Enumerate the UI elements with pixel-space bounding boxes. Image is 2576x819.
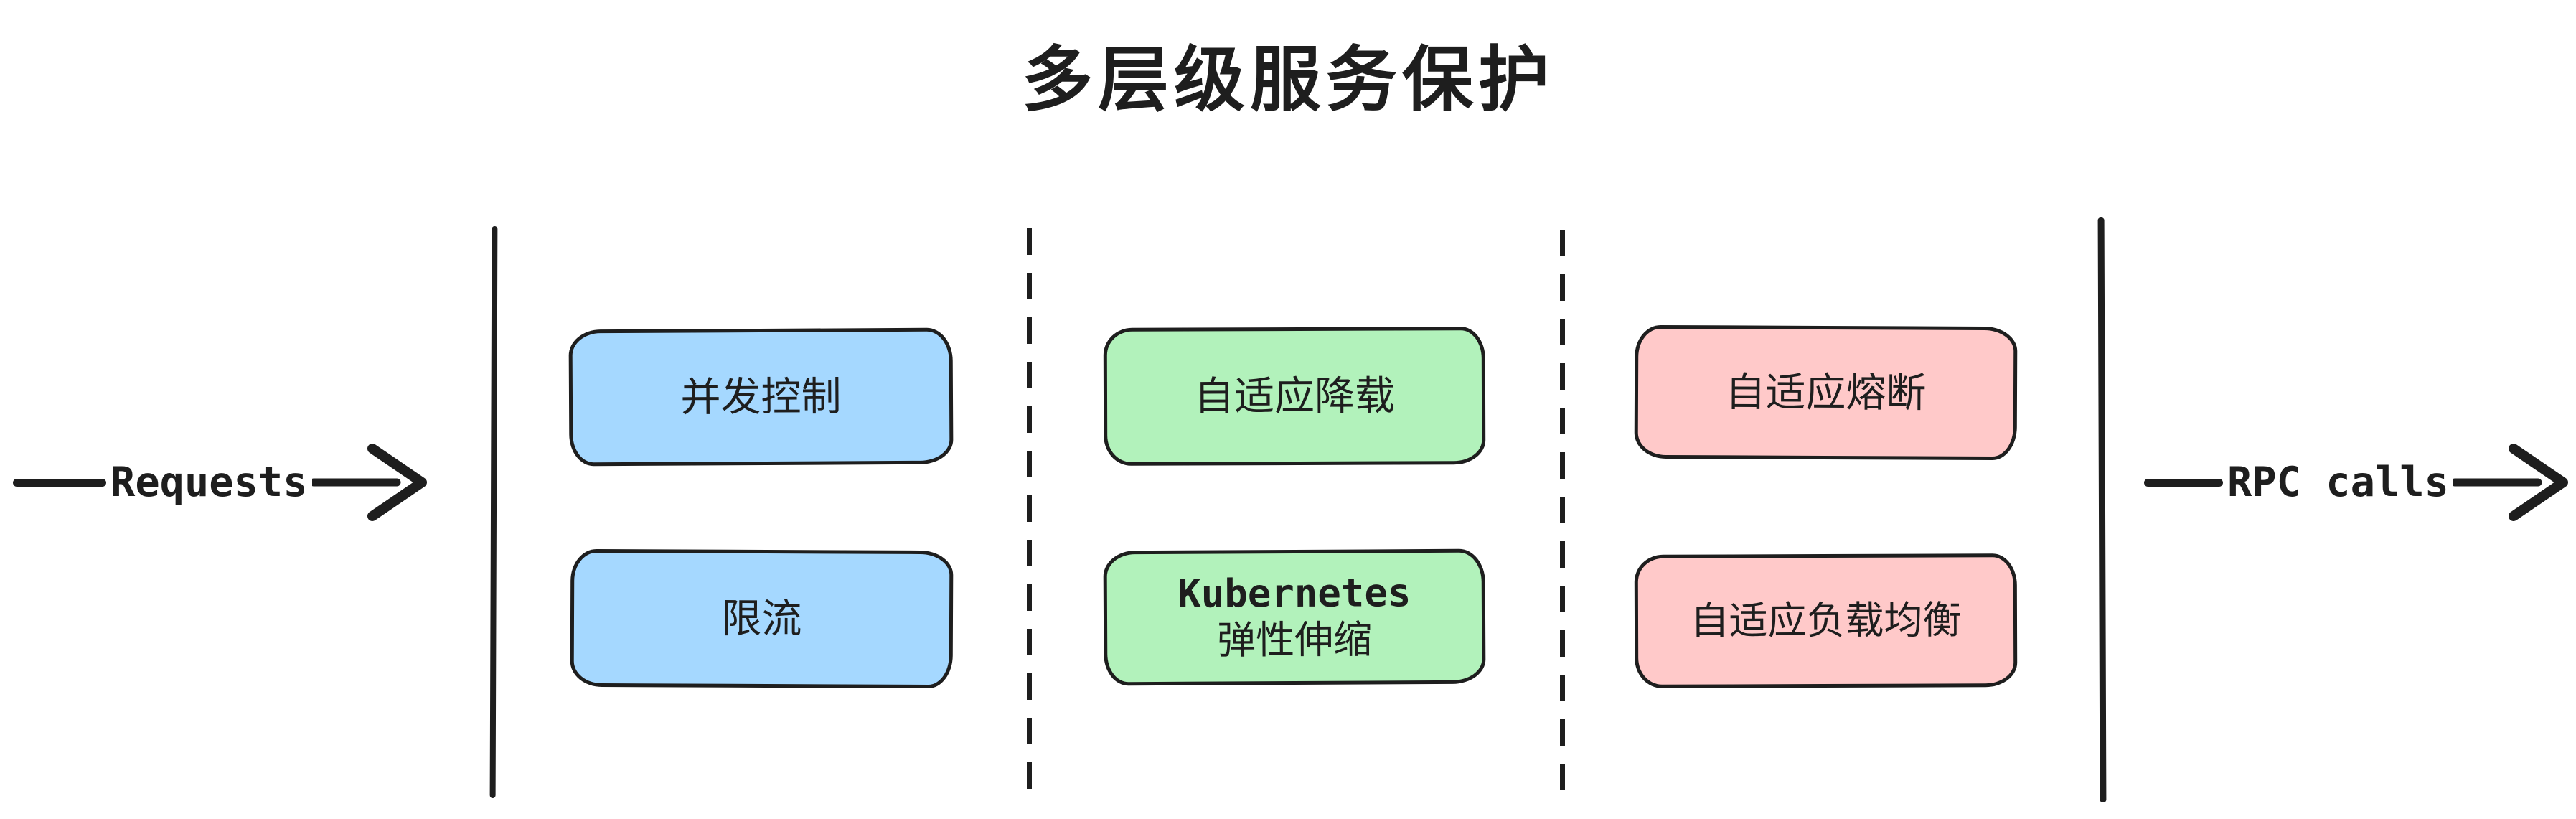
box-label-line2: 弹性伸缩 [1217, 618, 1373, 663]
dashed-divider-1 [1027, 228, 1032, 800]
boundary-line-right [2097, 217, 2107, 803]
requests-arrowhead-icon [311, 444, 427, 521]
box-adaptive-load-shedding: 自适应降载 [1103, 327, 1486, 466]
requests-arrow-tail [13, 478, 106, 487]
requests-arrow: Requests [13, 432, 431, 533]
box-label: 自适应熔断 [1725, 369, 1927, 416]
dashed-divider-2 [1560, 230, 1565, 802]
rpc-calls-arrow: RPC calls [2144, 432, 2572, 533]
box-concurrency-control: 并发控制 [568, 327, 954, 467]
requests-arrow-label: Requests [111, 459, 308, 506]
box-label: 自适应降载 [1193, 373, 1396, 419]
box-label-line1: Kubernetes [1177, 570, 1411, 617]
box-kubernetes-autoscaling: Kubernetes 弹性伸缩 [1103, 548, 1486, 686]
rpc-calls-arrow-label: RPC calls [2227, 459, 2449, 506]
box-adaptive-load-balancing: 自适应负载均衡 [1634, 553, 2018, 688]
box-label: 限流 [721, 596, 802, 642]
rpc-calls-arrowhead-icon [2453, 444, 2568, 521]
rpc-calls-arrow-tail [2144, 478, 2223, 487]
box-rate-limit: 限流 [570, 548, 954, 689]
box-label: 并发控制 [680, 373, 842, 420]
box-adaptive-circuit-breaker: 自适应熔断 [1634, 324, 2018, 461]
box-label: 自适应负载均衡 [1690, 598, 1962, 643]
diagram-title: 多层级服务保护 [1022, 39, 1554, 119]
boundary-line-left [489, 225, 498, 799]
